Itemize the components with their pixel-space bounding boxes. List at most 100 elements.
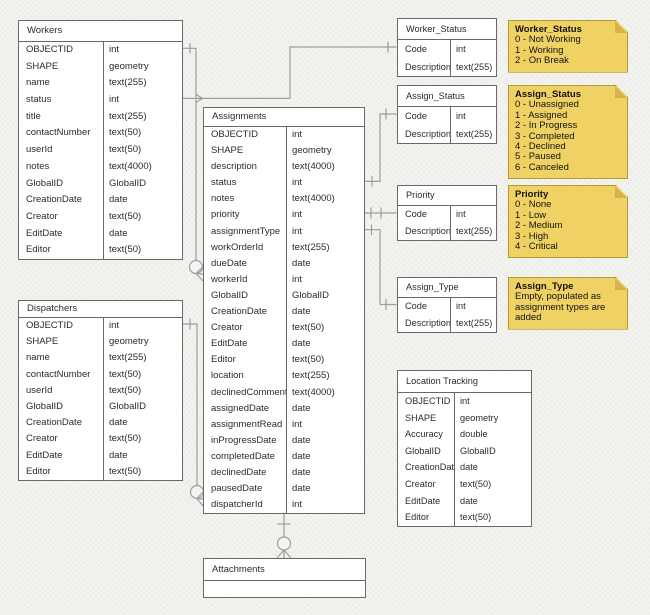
field-name: SHAPE [405, 412, 437, 423]
field-name: completedDate [211, 450, 275, 462]
field-name: pausedDate [211, 483, 263, 495]
field-name: EditDate [211, 338, 248, 350]
note-line: 3 - High [515, 230, 549, 242]
table-title: Assign_Status [398, 86, 496, 107]
field-name: workerId [211, 273, 248, 285]
field-row: EditDate date [204, 336, 364, 352]
field-type: double [460, 429, 488, 440]
field-type: geometry [109, 60, 149, 72]
field-name: SHAPE [26, 60, 59, 72]
field-name: Editor [26, 465, 51, 477]
field-name: OBJECTID [26, 320, 73, 331]
field-type: text(50) [109, 127, 142, 139]
field-type: GlobalID [109, 400, 146, 412]
field-name: Description [405, 318, 450, 328]
field-name: userId [26, 144, 53, 156]
field-name: status [211, 177, 237, 189]
field-type: date [292, 483, 311, 495]
note-line: 4 - Declined [515, 141, 566, 153]
note-line: 0 - Not Working [515, 34, 581, 46]
field-name: Description [405, 62, 450, 72]
field-type: text(50) [109, 144, 142, 156]
table-title: Priority [398, 186, 496, 206]
relationship-line [183, 46, 397, 99]
connector-assignments-attachments [276, 511, 292, 559]
note-line: 1 - Assigned [515, 109, 568, 121]
note-line: 0 - None [515, 199, 552, 211]
field-name: EditDate [26, 227, 63, 239]
relationship-line [183, 323, 198, 486]
field-type: text(255) [109, 352, 147, 364]
field-type: text(50) [109, 244, 142, 256]
field-type: int [292, 129, 303, 140]
field-type: date [292, 338, 311, 350]
field-type: date [109, 449, 128, 461]
field-row: pausedDate date [204, 481, 364, 497]
field-name: CreationDate [26, 194, 82, 206]
field-type: int [456, 111, 466, 121]
note-title: Assign_Type [515, 281, 574, 292]
field-name: CreationDate [211, 306, 267, 318]
field-name: description [211, 161, 257, 173]
field-type: date [292, 306, 311, 318]
table-attachments[interactable]: Attachments [203, 558, 366, 598]
field-row: SHAPE geometry [19, 59, 182, 76]
field-type: text(50) [109, 368, 142, 380]
field-name: assignedDate [211, 402, 270, 414]
field-name: userId [26, 384, 53, 396]
field-type: int [456, 209, 466, 219]
field-name: Code [405, 209, 427, 219]
field-name: dueDate [211, 257, 247, 269]
field-name: declinedDate [211, 466, 267, 478]
note-line: 2 - Medium [515, 220, 563, 232]
crow-foot-icon [276, 549, 292, 559]
field-type: text(255) [292, 370, 330, 382]
field-name: Editor [405, 512, 430, 523]
field-row: contactNumber text(50) [19, 367, 182, 383]
field-type: int [456, 44, 466, 54]
connector-assignments-priority [365, 207, 397, 219]
field-type: text(255) [109, 77, 147, 89]
field-type: date [292, 450, 311, 462]
field-name: contactNumber [26, 368, 91, 380]
field-name: assignmentRead [211, 418, 283, 430]
field-type: date [460, 462, 478, 473]
field-name: OBJECTID [26, 44, 73, 55]
field-name: GlobalID [26, 177, 63, 189]
field-name: Accuracy [405, 429, 443, 440]
